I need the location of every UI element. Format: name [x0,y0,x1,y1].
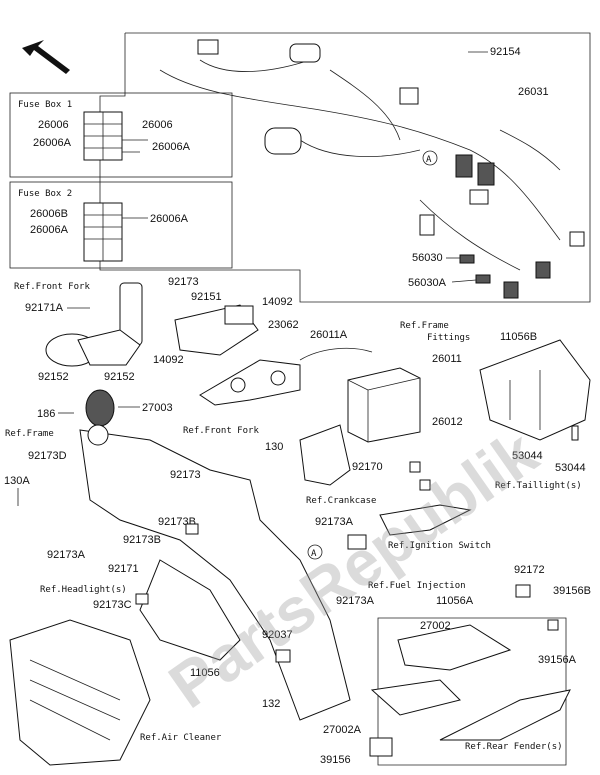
label-92173D: 92173D [28,450,67,462]
label-14092: 14092 [153,354,184,366]
callout-marker-a-label: A [311,549,317,559]
main-wiring-harness [159,39,585,299]
label-26011A: 26011A [310,329,348,341]
ref-headlight: Ref.Headlight(s) [40,585,127,595]
label-92173: 92173 [170,469,201,481]
label-186: 186 [37,408,55,420]
label-26006: 26006 [142,119,173,131]
label-56030A: 56030A [408,277,447,289]
ref-frame-fittings-line2: Fittings [427,333,470,343]
taillight-connector [379,461,472,536]
front-direction-arrow-icon [22,40,70,74]
front-fork-triple-clamp [45,282,143,427]
label-92173: 92173 [168,276,199,288]
ref-rear-fender: Ref.Rear Fender(s) [465,742,563,752]
label-92152: 92152 [104,371,135,383]
ref-ignition-switch: Ref.Ignition Switch [388,541,491,551]
label-26006A: 26006A [150,213,189,225]
clip-part [571,425,579,441]
frame-mid-section [135,523,291,663]
label-26006: 26006 [38,119,69,131]
label-92173A: 92173A [47,549,86,561]
frame-headstock [79,424,351,721]
label-23062: 23062 [268,319,299,331]
label-53044: 53044 [512,450,543,462]
label-39156B: 39156B [553,585,591,597]
label-27002: 27002 [420,620,451,632]
label-92171A: 92171A [25,302,64,314]
label-39156: 39156 [320,754,351,766]
label-27003: 27003 [142,402,173,414]
label-39156A: 39156A [538,654,577,666]
label-92173C: 92173C [93,599,132,611]
label-92173A: 92173A [336,595,375,607]
label-92037: 92037 [262,629,293,641]
label-92172: 92172 [514,564,545,576]
ref-frame: Ref.Frame [5,429,54,439]
label-26006A: 26006A [30,224,69,236]
label-26011: 26011 [432,353,462,365]
label-92171: 92171 [108,563,139,575]
label-53044: 53044 [555,462,586,474]
crankcase-cover [299,424,351,486]
ref-front-fork-top: Ref.Front Fork [14,282,90,292]
ref-crankcase: Ref.Crankcase [306,496,376,506]
label-56030: 56030 [412,252,443,264]
ignition-connector [347,534,367,550]
battery [347,367,421,443]
label-11056: 11056 [190,667,220,679]
handlebar-clamp [199,359,301,406]
label-26012: 26012 [432,416,463,428]
label-26006A: 26006A [152,141,191,153]
label-26006B: 26006B [30,208,68,220]
label-92154: 92154 [490,46,521,58]
label-92152: 92152 [38,371,69,383]
ref-air-cleaner: Ref.Air Cleaner [140,733,222,743]
label-27002A: 27002A [323,724,362,736]
ecu-fuel-injection-panel [369,584,571,766]
label-130: 130 [265,441,283,453]
label-132: 132 [262,698,280,710]
label-11056A: 11056A [436,595,474,607]
fuse-box-2-title: Fuse Box 2 [18,189,72,199]
ref-taillight: Ref.Taillight(s) [495,481,582,491]
label-130A: 130A [4,475,30,487]
callout-marker-a-label: A [426,155,432,165]
battery-case-tray [479,339,591,441]
label-26031: 26031 [518,86,549,98]
fuse-box-1-panel: Fuse Box 1 [9,92,233,178]
label-11056B: 11056B [500,331,537,343]
label-26006A: 26006A [33,137,72,149]
harness-frame-outline [99,32,591,303]
air-cleaner-box [9,619,151,766]
label-92170: 92170 [352,461,383,473]
relay-bracket-assembly [174,304,259,356]
label-14092: 14092 [262,296,293,308]
ref-frame-fittings-line1: Ref.Frame [400,321,449,331]
fuse-box-2-panel: Fuse Box 2 [9,181,233,269]
label-92151: 92151 [191,291,222,303]
callout-marker-a [307,544,323,560]
fuse-box-1-title: Fuse Box 1 [18,100,72,110]
callout-marker-a [422,150,438,166]
ref-fuel-injection: Ref.Fuel Injection [368,581,466,591]
label-92173B: 92173B [123,534,161,546]
ref-front-fork-mid: Ref.Front Fork [183,426,259,436]
label-92173A: 92173A [315,516,354,528]
